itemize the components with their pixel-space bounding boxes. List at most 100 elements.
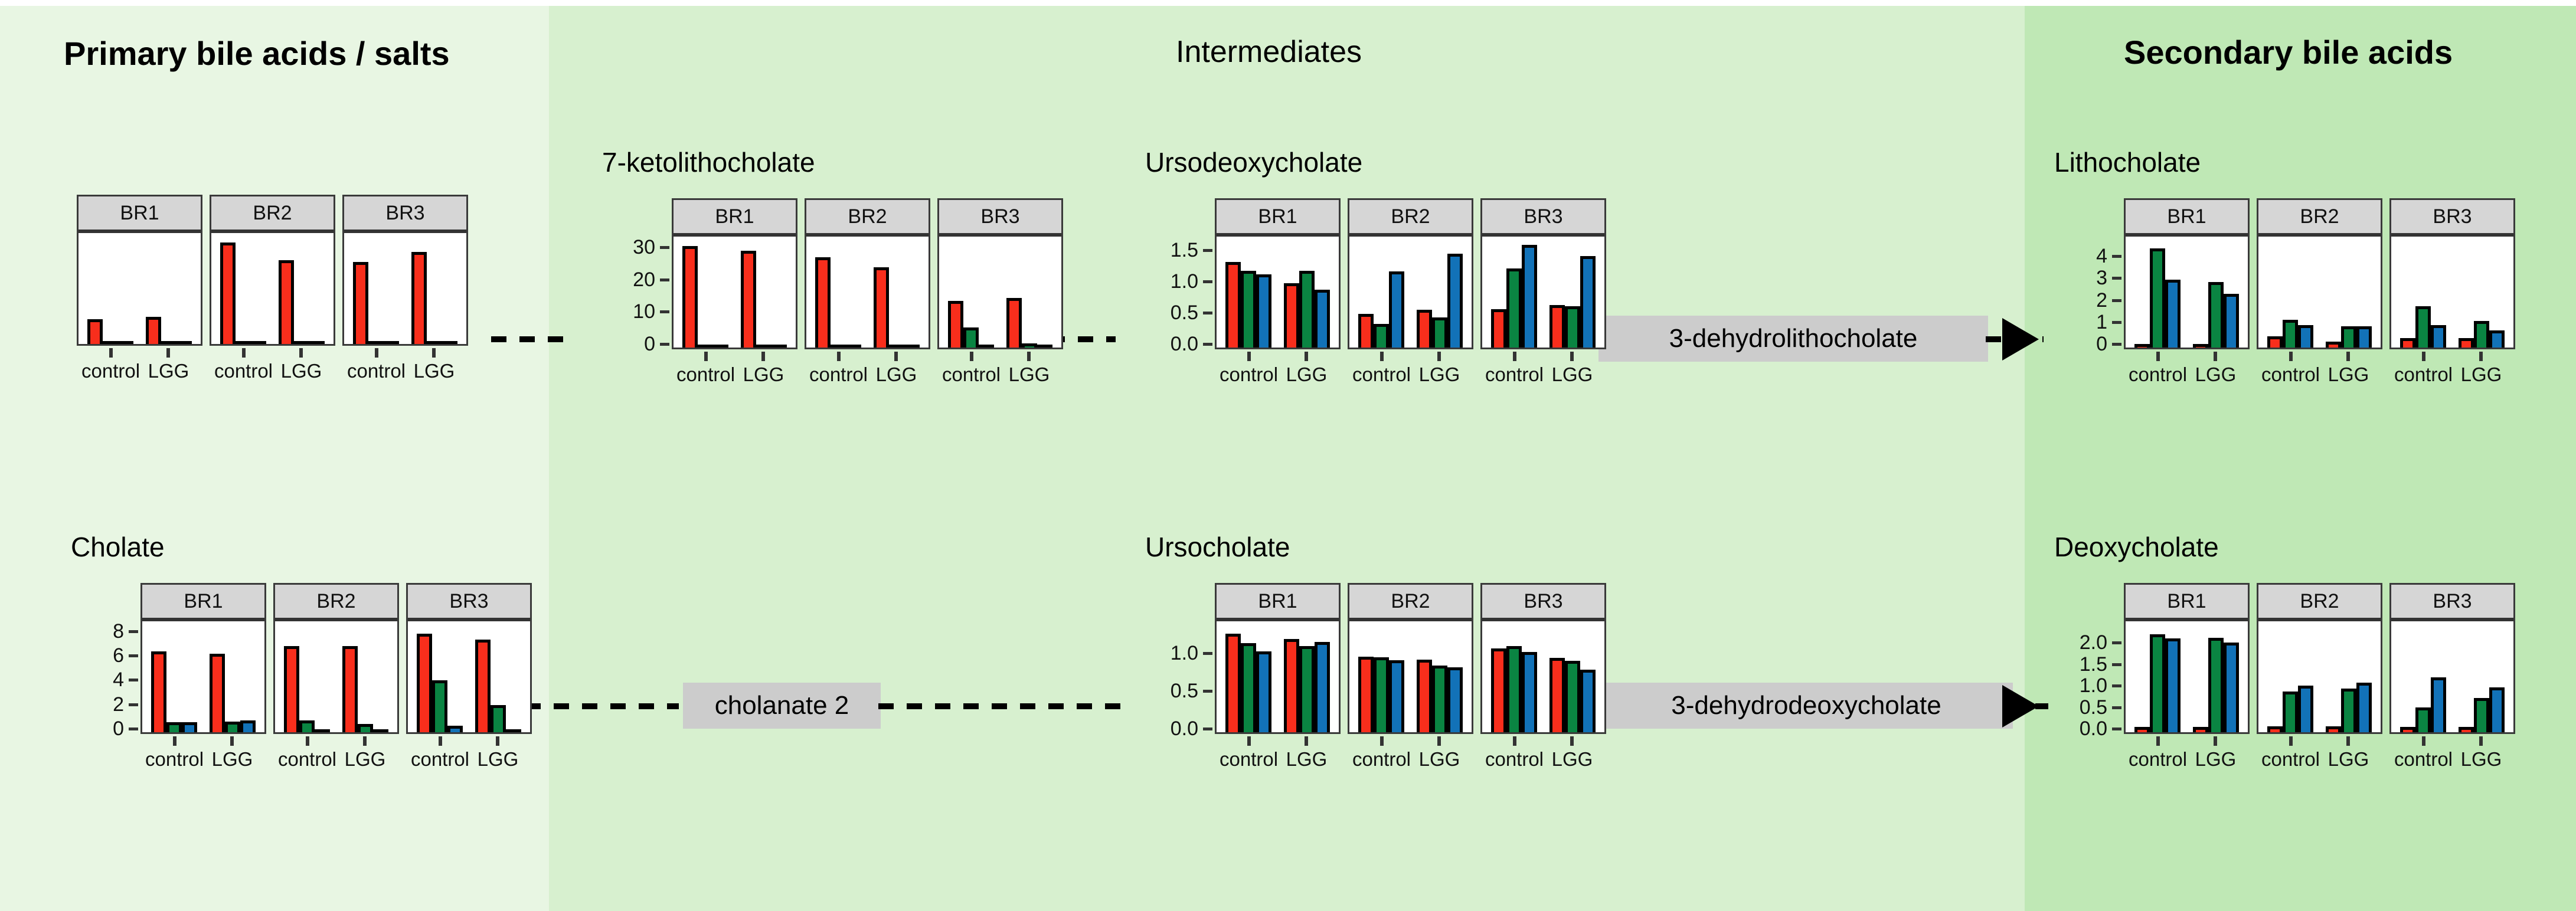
bar-control-green[interactable] (166, 722, 182, 732)
bar-control-red[interactable] (416, 633, 432, 732)
bar-control-red[interactable] (352, 261, 368, 344)
node-3-dehydrodeoxycholate[interactable]: 3-dehydrodeoxycholate (1600, 683, 2013, 729)
bar-lgg-red[interactable] (2326, 726, 2342, 732)
bar-lgg-red[interactable] (2459, 726, 2474, 732)
bar-control-blue[interactable] (1521, 652, 1537, 732)
bar-lgg-blue[interactable] (2224, 293, 2240, 348)
bar-control-green[interactable] (2282, 691, 2298, 732)
bar-lgg-blue[interactable] (373, 729, 389, 732)
bar-lgg-green[interactable] (2474, 321, 2490, 348)
bar-lgg-red[interactable] (342, 645, 358, 732)
bar-lgg-green[interactable] (427, 341, 443, 344)
bar-lgg-red[interactable] (2193, 726, 2209, 732)
bar-lgg-blue[interactable] (1447, 667, 1463, 732)
bar-lgg-blue[interactable] (2489, 330, 2505, 348)
bar-control-green[interactable] (1373, 657, 1389, 732)
bar-control-blue[interactable] (181, 722, 197, 732)
bar-lgg-blue[interactable] (2489, 687, 2505, 732)
bar-lgg-green[interactable] (1565, 306, 1581, 348)
bar-control-blue[interactable] (2297, 685, 2313, 732)
bar-lgg-red[interactable] (1417, 659, 1433, 732)
bar-lgg-green[interactable] (889, 345, 905, 348)
bar-control-green[interactable] (2415, 306, 2431, 348)
bar-control-blue[interactable] (978, 345, 994, 348)
bar-control-green[interactable] (431, 680, 447, 732)
bar-control-blue[interactable] (845, 345, 861, 348)
bar-lgg-green[interactable] (225, 721, 241, 732)
node-3-dehydrolithocholate[interactable]: 3-dehydrolithocholate (1598, 316, 1988, 362)
bar-lgg-blue[interactable] (442, 341, 458, 344)
bar-lgg-blue[interactable] (2224, 642, 2240, 732)
bar-lgg-blue[interactable] (1580, 255, 1596, 348)
bar-lgg-red[interactable] (741, 250, 757, 348)
bar-control-red[interactable] (1225, 634, 1241, 732)
bar-control-blue[interactable] (314, 729, 330, 732)
bar-control-red[interactable] (1358, 656, 1374, 732)
bar-control-blue[interactable] (2430, 677, 2446, 732)
bar-control-green[interactable] (1506, 268, 1522, 348)
bar-control-red[interactable] (815, 257, 831, 348)
bar-control-blue[interactable] (2165, 280, 2181, 348)
bar-control-blue[interactable] (2430, 325, 2446, 348)
bar-lgg-red[interactable] (1284, 639, 1300, 732)
bar-lgg-blue[interactable] (309, 341, 325, 344)
bar-lgg-blue[interactable] (1315, 642, 1331, 732)
bar-control-blue[interactable] (250, 341, 266, 344)
bar-lgg-green[interactable] (2474, 697, 2490, 732)
bar-lgg-red[interactable] (210, 654, 225, 732)
bar-lgg-red[interactable] (475, 639, 491, 732)
bar-control-red[interactable] (1358, 313, 1374, 348)
bar-lgg-blue[interactable] (1580, 669, 1596, 732)
bar-control-red[interactable] (947, 300, 963, 348)
bar-control-green[interactable] (2415, 707, 2431, 732)
bar-lgg-green[interactable] (1432, 666, 1448, 732)
bar-control-blue[interactable] (447, 725, 463, 732)
bar-lgg-red[interactable] (279, 260, 295, 344)
bar-control-red[interactable] (2267, 336, 2283, 348)
bar-lgg-green[interactable] (1022, 343, 1038, 348)
bar-lgg-green[interactable] (358, 723, 374, 732)
bar-lgg-blue[interactable] (176, 341, 192, 344)
bar-lgg-green[interactable] (2208, 638, 2224, 732)
bar-lgg-red[interactable] (2326, 341, 2342, 348)
bar-control-red[interactable] (1490, 648, 1506, 732)
bar-control-red[interactable] (2400, 726, 2415, 732)
bar-lgg-blue[interactable] (904, 345, 920, 348)
bar-control-blue[interactable] (1388, 660, 1404, 732)
bar-control-red[interactable] (1225, 262, 1241, 348)
bar-control-red[interactable] (87, 319, 103, 344)
bar-control-blue[interactable] (712, 345, 728, 348)
bar-control-green[interactable] (830, 345, 846, 348)
node-cholanate-2[interactable]: cholanate 2 (683, 683, 881, 729)
bar-control-blue[interactable] (2297, 325, 2313, 348)
bar-lgg-green[interactable] (1565, 661, 1581, 732)
bar-lgg-red[interactable] (874, 267, 890, 348)
bar-lgg-green[interactable] (1432, 317, 1448, 348)
bar-control-green[interactable] (697, 345, 713, 348)
bar-control-green[interactable] (299, 720, 315, 732)
bar-control-red[interactable] (2134, 343, 2150, 348)
bar-lgg-green[interactable] (2208, 282, 2224, 348)
bar-lgg-red[interactable] (146, 316, 162, 344)
bar-control-green[interactable] (963, 327, 979, 348)
bar-lgg-red[interactable] (1549, 658, 1565, 732)
bar-control-green[interactable] (2149, 634, 2165, 732)
bar-control-green[interactable] (235, 341, 251, 344)
bar-lgg-blue[interactable] (2356, 326, 2372, 348)
bar-control-red[interactable] (151, 651, 166, 732)
bar-control-green[interactable] (1240, 271, 1256, 348)
bar-lgg-blue[interactable] (240, 720, 256, 732)
bar-control-red[interactable] (1490, 309, 1506, 348)
bar-control-green[interactable] (1373, 323, 1389, 348)
bar-lgg-green[interactable] (2341, 326, 2357, 348)
bar-lgg-green[interactable] (2341, 689, 2357, 732)
bar-lgg-blue[interactable] (1037, 345, 1053, 348)
bar-control-red[interactable] (220, 242, 236, 344)
bar-lgg-red[interactable] (1006, 298, 1022, 348)
bar-control-blue[interactable] (117, 341, 133, 344)
bar-control-green[interactable] (1240, 643, 1256, 732)
bar-lgg-red[interactable] (1417, 310, 1433, 348)
bar-lgg-red[interactable] (1549, 304, 1565, 348)
bar-lgg-green[interactable] (161, 341, 177, 344)
bar-lgg-blue[interactable] (772, 345, 787, 348)
